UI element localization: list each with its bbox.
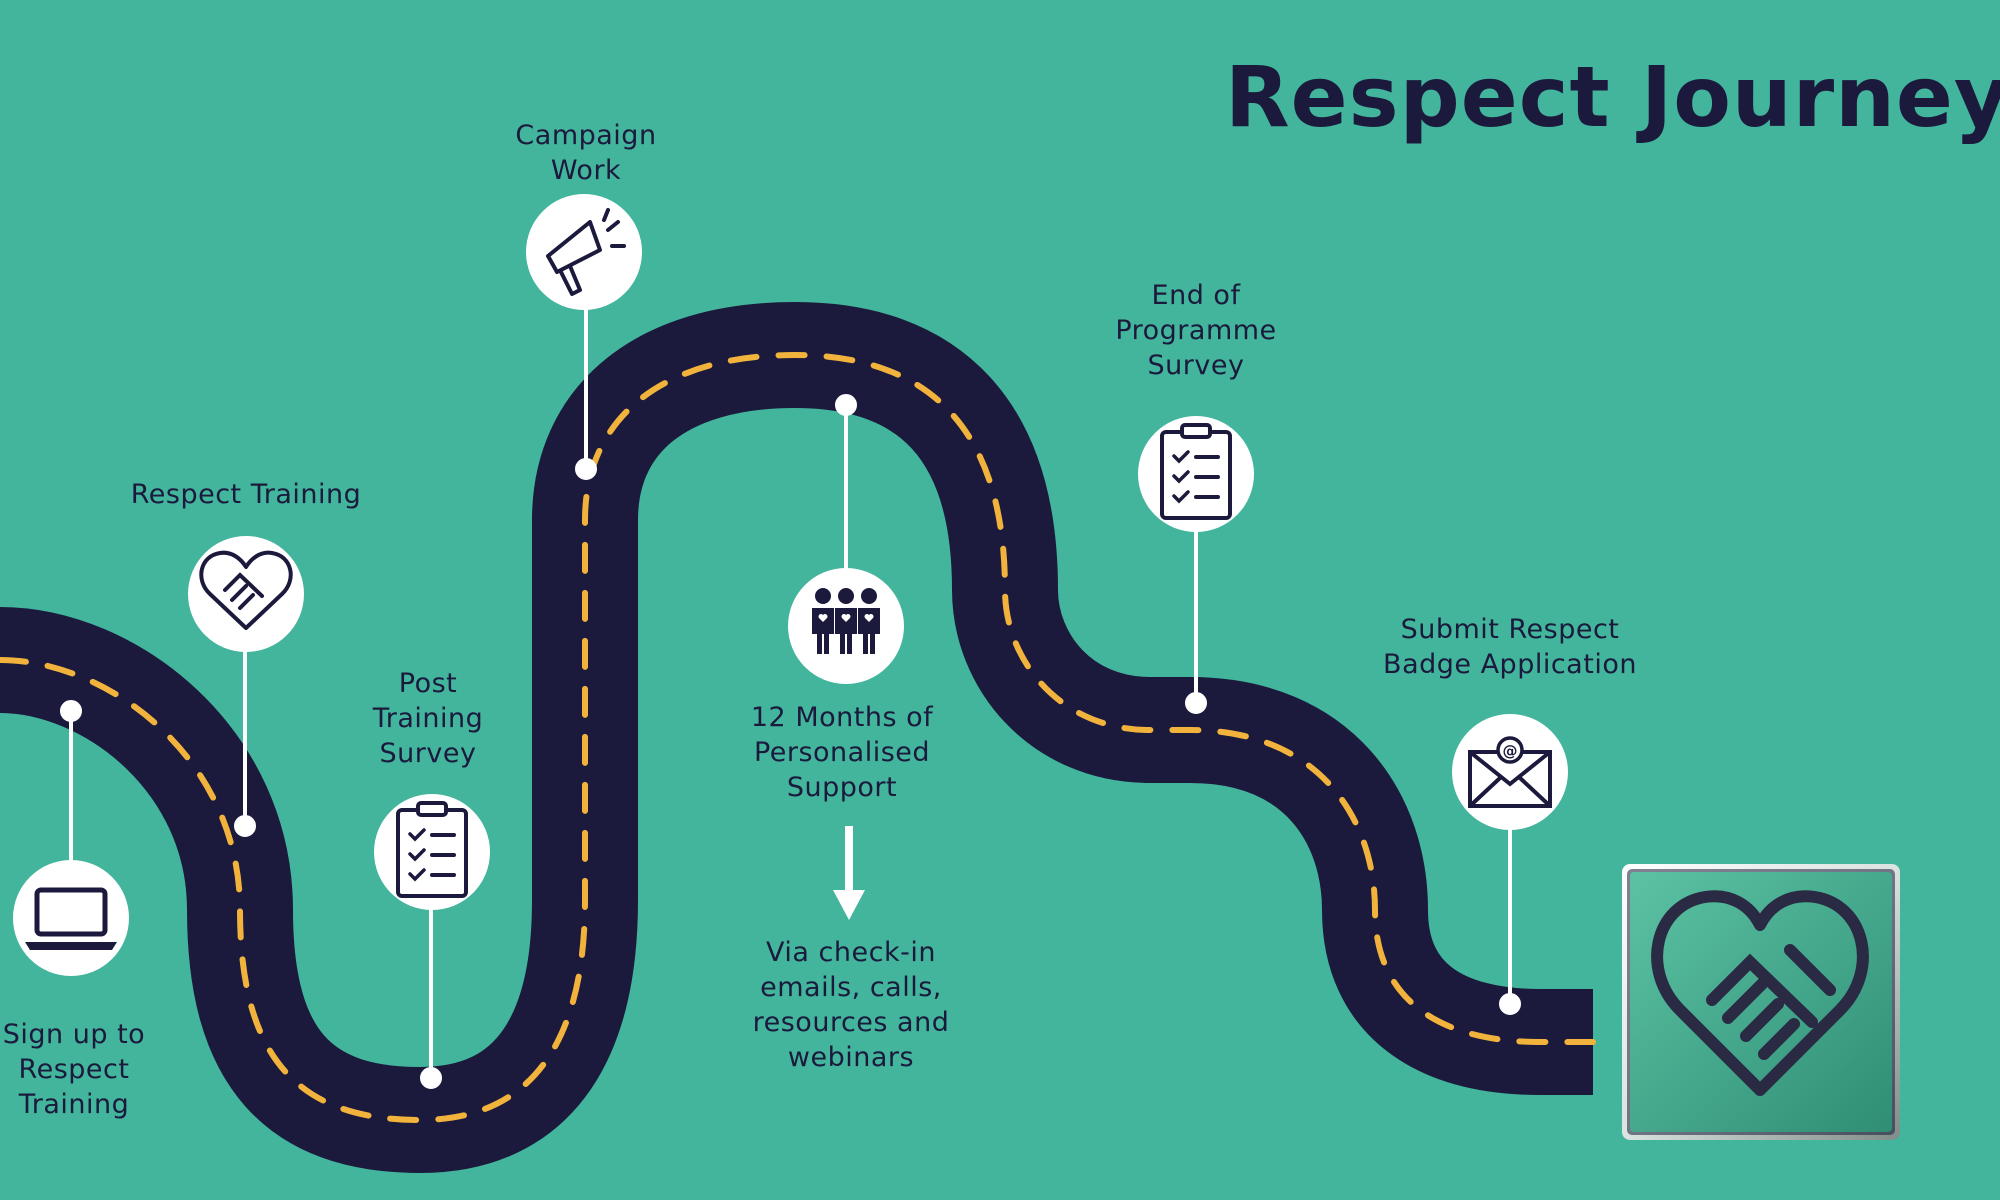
support-detail-text: Via check-in emails, calls, resources an… — [752, 937, 950, 1073]
laptop-icon — [13, 860, 129, 976]
megaphone-icon — [526, 194, 642, 310]
road-center-dashes — [0, 351, 1596, 1124]
page-title: Respect Journey — [1225, 48, 2000, 146]
step-label-post-training-survey: Post Training Survey — [372, 668, 484, 769]
step-label-submit-badge-application: Submit Respect Badge Application — [1383, 614, 1637, 680]
respect-badge-icon — [1622, 864, 1900, 1140]
svg-text:@: @ — [1503, 742, 1518, 760]
step-label-campaign-work: Campaign Work — [515, 120, 657, 186]
people-group-icon — [788, 568, 904, 684]
down-arrow-icon — [833, 826, 865, 920]
step-label-sign-up: Sign up to Respect Training — [2, 1019, 146, 1120]
clipboard-checklist-icon — [374, 794, 490, 910]
clipboard-checklist-icon — [1138, 416, 1254, 532]
step-label-12-months-support: 12 Months of Personalised Support — [750, 702, 934, 803]
handshake-heart-icon — [188, 536, 304, 652]
step-label-respect-training: Respect Training — [130, 479, 362, 510]
step-label-end-of-programme-survey: End of Programme Survey — [1115, 280, 1277, 381]
step-connectors — [60, 300, 1521, 1089]
email-at-icon: @ — [1452, 714, 1568, 830]
